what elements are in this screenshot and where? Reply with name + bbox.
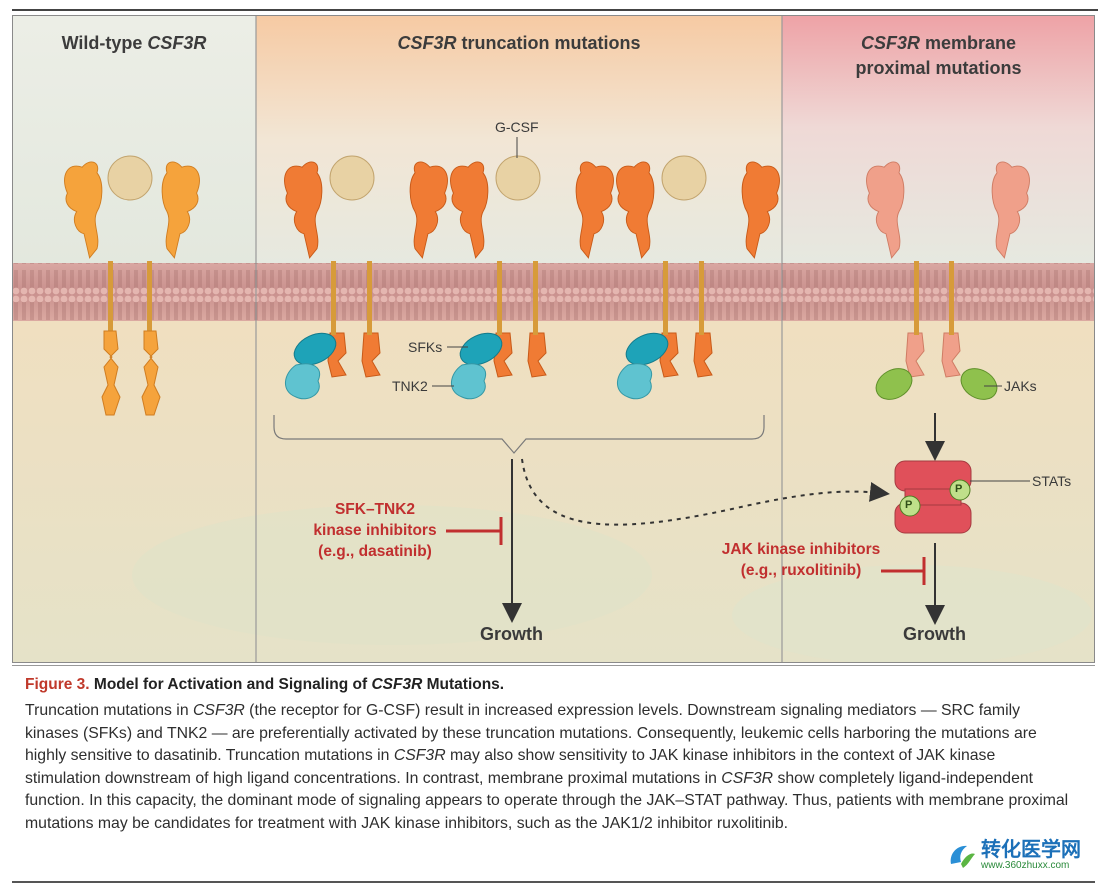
receptor-truncation-1	[283, 155, 449, 400]
top-rule	[12, 9, 1098, 11]
panel-bg-membrane	[782, 15, 1095, 265]
label-growth-truncation: Growth	[480, 624, 543, 644]
phospho-2	[949, 479, 971, 501]
watermark-name: 转化医学网	[981, 839, 1081, 861]
watermark-icon	[950, 845, 975, 868]
figure-panel: Wild-type CSF3R CSF3R truncation mutatio…	[12, 15, 1095, 663]
dashed-arrow-stat	[521, 458, 890, 526]
panel-title-wildtype: Wild-type CSF3R	[61, 33, 207, 53]
label-growth-membrane: Growth	[903, 624, 966, 644]
panel-bg-wildtype	[12, 15, 256, 265]
watermark-url: www.360zhuxx.com	[981, 860, 1070, 871]
label-p-1: P	[905, 499, 913, 511]
label-sfk-inhibitors: SFK–TNK2 kinase inhibitors (e.g., dasati…	[313, 501, 437, 560]
receptor-membrane-proximal	[865, 161, 1031, 400]
ligand-wildtype	[107, 155, 153, 201]
stat-dimer	[894, 460, 972, 534]
receptor-truncation-3	[615, 155, 781, 400]
panel-bg-truncation	[256, 15, 782, 265]
label-sfks: SFKs	[408, 339, 443, 355]
label-stats: STATs	[1032, 473, 1072, 489]
label-p-2: P	[955, 483, 963, 495]
figure-caption: Figure 3. Model for Activation and Signa…	[12, 665, 1095, 883]
bracket	[273, 415, 765, 454]
label-jaks: JAKs	[1004, 378, 1037, 394]
label-gcsf: G-CSF	[495, 119, 539, 135]
label-jak-inhibitors: JAK kinase inhibitors (e.g., ruxolitinib…	[721, 541, 881, 579]
receptor-wildtype	[63, 161, 201, 416]
watermark-logo: 转化医学网 www.360zhuxx.com	[947, 840, 1081, 871]
label-tnk2: TNK2	[392, 378, 428, 394]
phospho-1	[899, 495, 921, 517]
receptor-truncation-2	[449, 155, 615, 400]
caption-body: Truncation mutations in CSF3R (the recep…	[25, 702, 1069, 832]
caption-title: Figure 3. Model for Activation and Signa…	[25, 676, 505, 693]
panel-title-membrane: CSF3R membrane proximal mutations	[855, 33, 1022, 78]
panel-title-truncation: CSF3R truncation mutations	[397, 33, 641, 53]
figure-diagram	[12, 15, 1095, 663]
